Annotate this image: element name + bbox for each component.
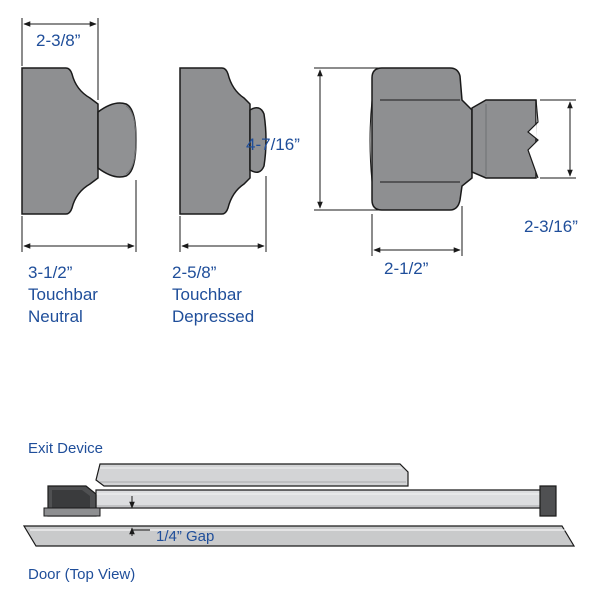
door-label: Door (Top View): [28, 566, 136, 583]
depressed-line1-label: Touchbar: [172, 285, 242, 304]
neutral-line1-label: Touchbar: [28, 285, 98, 304]
width-dimension-label: 2-1/2”: [384, 259, 429, 278]
neutral-line2-label: Neutral: [28, 307, 83, 326]
top-dimension-label: 2-3/8”: [36, 31, 81, 50]
neutral-profile: [21, 67, 137, 215]
gap-label: 1/4” Gap: [156, 528, 215, 545]
depressed-profile: [179, 67, 267, 215]
depressed-line2-label: Depressed: [172, 307, 255, 326]
end-view-profile: [369, 67, 539, 211]
rail-dimension-label: 2-3/16”: [524, 217, 578, 236]
neutral-dimension-label: 3-1/2”: [28, 263, 73, 282]
door-top-view: [22, 525, 576, 547]
exit-device-label: Exit Device: [28, 440, 104, 457]
height-dimension-label: 4-7/16”: [246, 135, 300, 154]
exit-device-top-view: [43, 463, 557, 517]
depressed-dimension-label: 2-5/8”: [172, 263, 217, 282]
gap-indicator: [129, 496, 150, 536]
dimension-lines: [21, 18, 576, 256]
